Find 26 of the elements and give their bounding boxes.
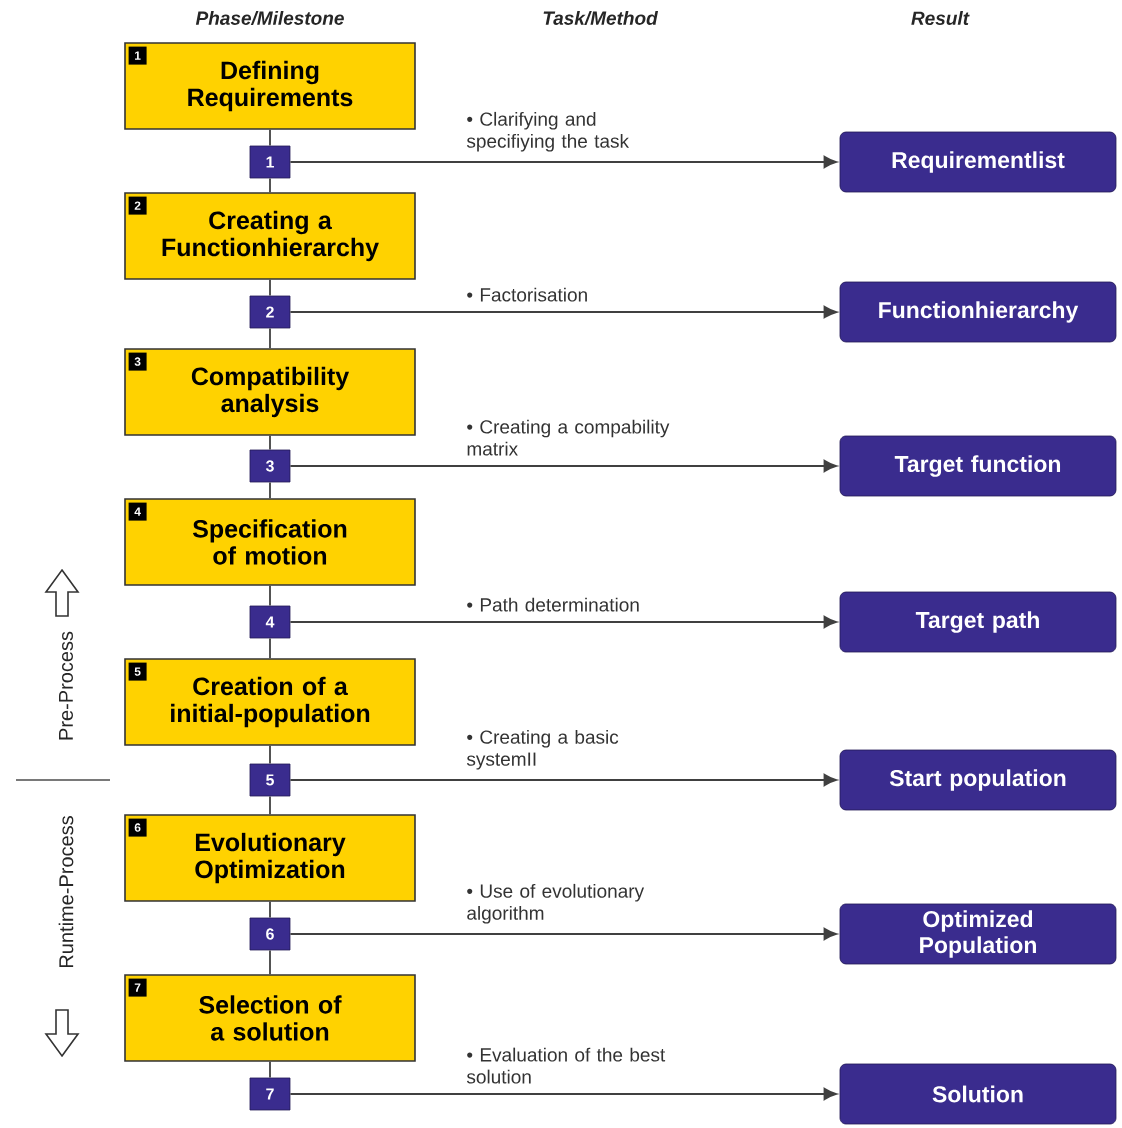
result-box: Solution [839,1063,1117,1125]
result-box: Functionhierarchy [839,281,1117,343]
arrow [289,155,838,169]
result-box: Start population [839,749,1117,811]
result-box: Target function [839,435,1117,497]
edge-label: • Factorisation [467,287,587,302]
arrow [289,615,838,629]
edge-label: • Use of evolutionary algorithm [467,883,645,924]
edge-label: • Evaluation of the best solution [466,1047,666,1084]
arrow [289,773,838,787]
result-box: Target path [839,591,1117,653]
result-box: Optimized Population [839,903,1117,965]
edge-label: • Creating a basic systemII [466,729,619,770]
arrow [289,927,838,941]
column-header: Result [911,11,970,25]
edge-label: • Creating a compability matrix [467,419,670,456]
column-header: Phase/Milestone [195,10,344,26]
phase-label: Runtime-Process [58,816,74,968]
arrow [289,1087,838,1101]
edge-label: • Clarifying and specifiying the task [466,111,630,152]
arrow [289,305,838,319]
arrow [289,459,838,473]
phase-label: Pre-Process [59,631,73,740]
column-header: Task/Method [543,10,659,26]
edge-label: • Path determination [467,597,639,612]
result-box: Requirementlist [839,131,1117,193]
